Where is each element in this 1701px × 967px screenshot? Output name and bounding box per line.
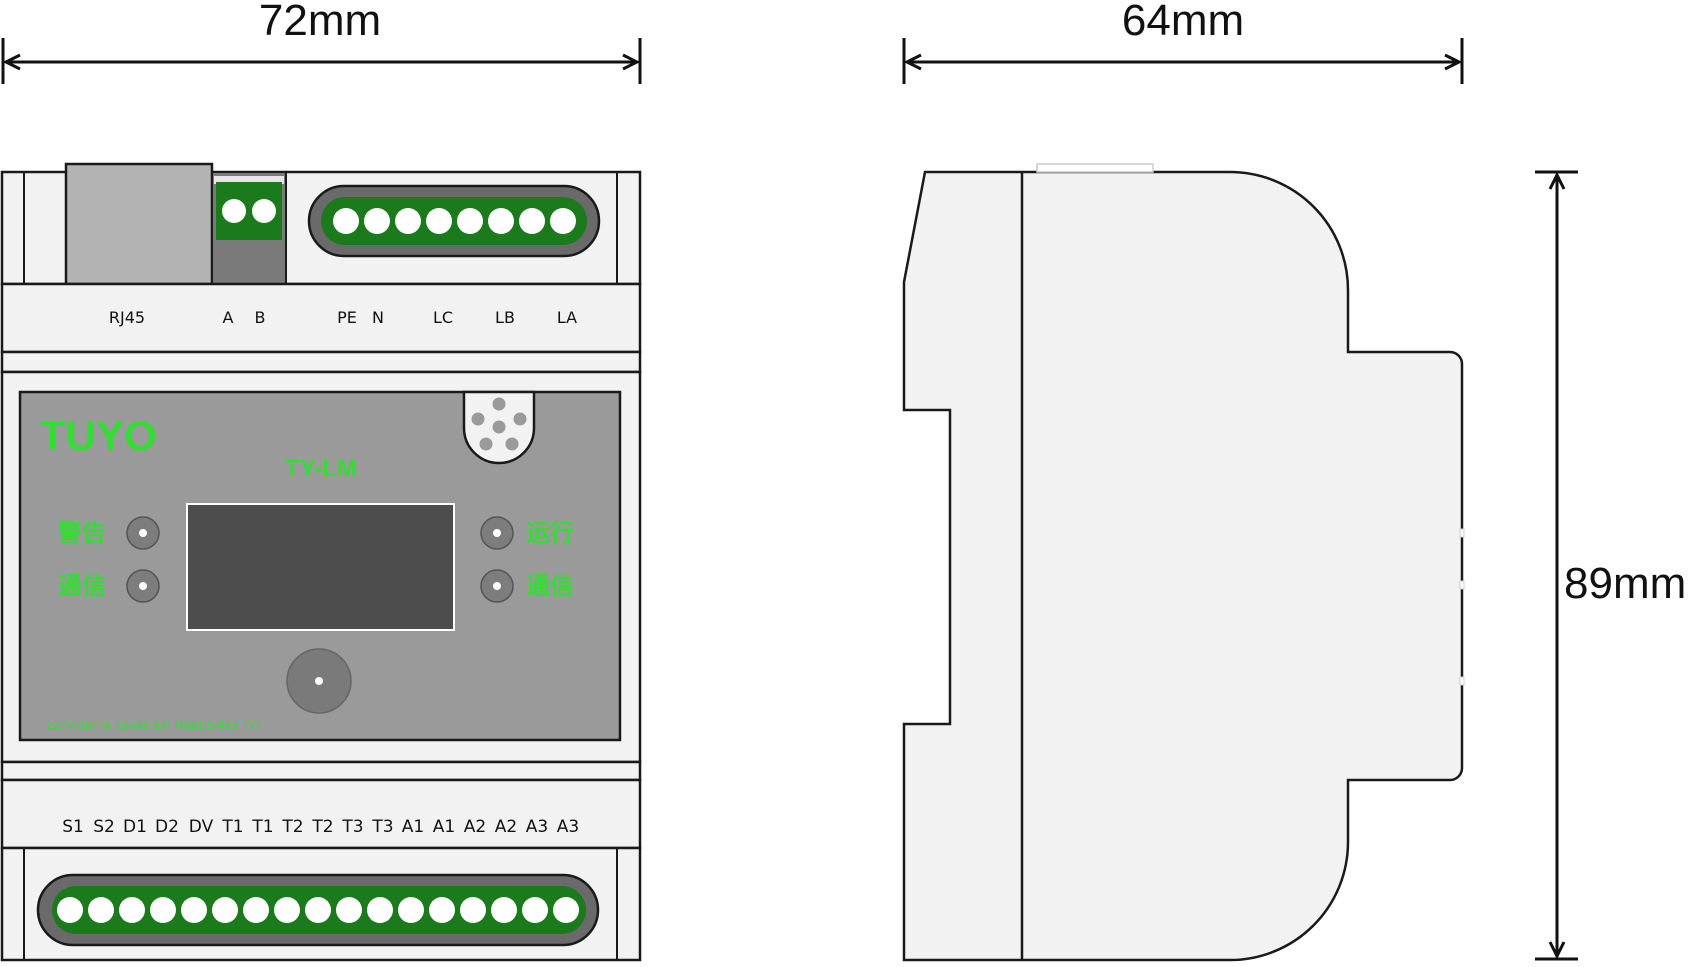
label-la: LA: [557, 308, 577, 327]
lcd-display: [186, 503, 455, 631]
front-view: RJ45 A B PE N LC LB LA TUYO TY-LM 警告 通信: [0, 162, 642, 962]
top-label-strip: [0, 282, 642, 354]
front-width-label: 72mm: [259, 0, 381, 45]
label-n: N: [372, 308, 384, 327]
speaker-holes: [471, 397, 527, 451]
led-label-alarm: 警告: [57, 519, 106, 547]
bottom-label: A1: [402, 817, 424, 837]
bottom-label: T1: [221, 817, 243, 837]
bottom-label: T2: [311, 817, 333, 837]
bottom-label: DV: [189, 817, 214, 837]
side-right-ribs: [1459, 528, 1465, 686]
model-label: TY-LM: [285, 455, 357, 482]
rj45-port: [64, 162, 214, 286]
bottom-label: S1: [62, 817, 84, 837]
bottom-label: S2: [93, 817, 115, 837]
height-label: 89mm: [1564, 559, 1686, 608]
side-top-tab: [1036, 163, 1154, 173]
bottom-label: A1: [433, 817, 455, 837]
bottom-terminal-labels: S1 S2 D1 D2 DV T1 T1 T2 T2 T3 T3 A1 A1 A…: [62, 817, 579, 837]
label-pe: PE: [337, 308, 357, 327]
side-housing: [902, 170, 1464, 962]
power-terminal-screws: [333, 208, 576, 234]
front-width-dimension: [1, 38, 642, 84]
height-dimension: [1535, 170, 1578, 961]
bottom-label: D1: [123, 817, 147, 837]
bottom-label: A3: [526, 817, 548, 837]
brand-logo: TUYO: [40, 412, 157, 459]
bottom-label-strip: [0, 778, 642, 850]
bottom-label: T3: [371, 817, 393, 837]
bottom-label: D2: [155, 817, 179, 837]
terminal-screw-a: [222, 199, 246, 223]
bottom-label: A3: [557, 817, 579, 837]
label-rj45: RJ45: [109, 308, 145, 327]
side-width-label: 64mm: [1122, 0, 1244, 45]
label-a: A: [223, 308, 234, 327]
label-lc: LC: [433, 308, 453, 327]
terminal-screw-b: [252, 199, 276, 223]
bottom-label: T1: [251, 817, 273, 837]
side-view: [902, 163, 1465, 962]
led-label-comm-right: 通信: [526, 572, 574, 600]
power-terminal-strip: [321, 197, 587, 245]
io-terminal-screws: [57, 897, 579, 923]
label-b: B: [255, 308, 266, 327]
spec-line: 220V/10mA RS485 1/0 MBBUS/485 TY?: [46, 719, 262, 732]
side-width-dimension: [902, 38, 1464, 84]
bottom-label: A2: [495, 817, 517, 837]
led-label-comm-left: 通信: [58, 572, 106, 600]
led-label-run: 运行: [526, 519, 574, 547]
bottom-label: A2: [464, 817, 486, 837]
bottom-label: T2: [281, 817, 303, 837]
label-lb: LB: [495, 308, 515, 327]
bottom-label: T3: [341, 817, 363, 837]
